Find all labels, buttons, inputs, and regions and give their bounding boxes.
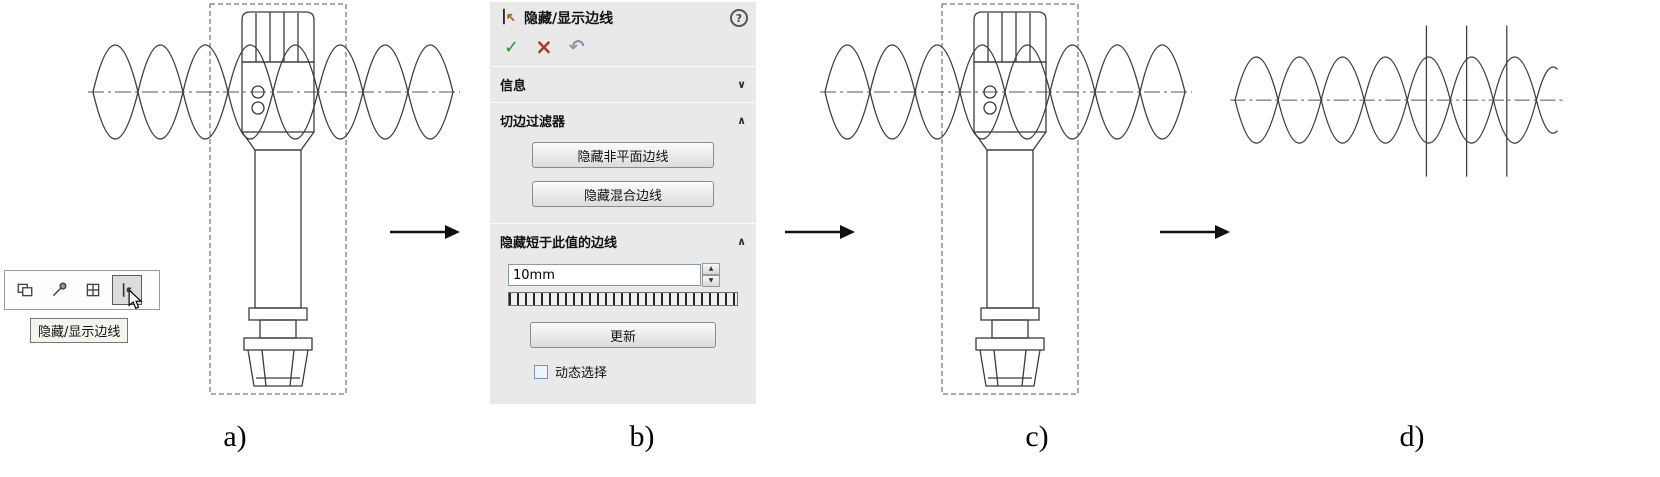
figure-label-d: d) xyxy=(1399,420,1425,453)
drawing-d xyxy=(1230,14,1575,191)
drawing-c xyxy=(820,0,1200,400)
chevron-up-icon[interactable]: ∧ xyxy=(737,235,746,248)
update-button[interactable]: 更新 xyxy=(530,322,716,348)
spinner-up-icon[interactable]: ▲ xyxy=(702,263,720,275)
hide-show-edges-icon xyxy=(498,7,517,30)
edge-length-spinner: ▲ ▼ xyxy=(702,263,720,287)
tooltip: 隐藏/显示边线 xyxy=(30,318,129,343)
dynamic-select-row: 动态选择 xyxy=(490,348,756,381)
drawing-a xyxy=(88,0,468,400)
arrow-c-to-d xyxy=(1160,223,1230,245)
figure-label-a: a) xyxy=(223,420,247,453)
panel-actions: ✓ × ↶ xyxy=(490,34,756,66)
display-state-icon[interactable] xyxy=(10,275,40,305)
figure-label-b: b) xyxy=(629,420,655,453)
dynamic-select-label: 动态选择 xyxy=(555,366,608,381)
drawing-toolbar xyxy=(4,270,160,310)
appearance-icon[interactable] xyxy=(44,275,74,305)
section-info-label: 信息 xyxy=(500,79,527,94)
section-tangent-filter-label: 切边过滤器 xyxy=(500,115,566,130)
help-icon[interactable]: ? xyxy=(730,9,748,27)
edge-length-input[interactable] xyxy=(508,264,701,286)
hide-show-edges-button[interactable] xyxy=(112,275,143,310)
hide-nonplanar-edges-button[interactable]: 隐藏非平面边线 xyxy=(532,142,714,168)
panel-title: 隐藏/显示边线 xyxy=(524,11,614,27)
hide-blended-edges-button[interactable]: 隐藏混合边线 xyxy=(532,181,714,207)
cancel-button[interactable]: × xyxy=(535,35,553,59)
tooltip-text: 隐藏/显示边线 xyxy=(38,325,121,340)
tangent-filter-buttons: 隐藏非平面边线 隐藏混合边线 xyxy=(490,138,756,223)
spinner-down-icon[interactable]: ▼ xyxy=(702,275,720,287)
edge-length-slider[interactable] xyxy=(508,292,738,306)
arrow-a-to-b xyxy=(390,223,460,245)
edge-length-row: ▲ ▼ xyxy=(490,259,756,287)
chevron-down-icon[interactable]: ∨ xyxy=(737,78,746,91)
divider xyxy=(490,102,756,103)
divider xyxy=(490,66,756,67)
figure-label-c: c) xyxy=(1025,420,1049,453)
section-hide-short-edges[interactable]: 隐藏短于此值的边线 ∧ xyxy=(490,224,756,259)
section-tangent-filter[interactable]: 切边过滤器 ∧ xyxy=(490,103,756,138)
chevron-up-icon[interactable]: ∧ xyxy=(737,114,746,127)
section-info[interactable]: 信息 ∨ xyxy=(490,67,756,102)
edge-display-icon[interactable] xyxy=(78,275,108,305)
property-manager-panel: 隐藏/显示边线 ? ✓ × ↶ 信息 ∨ 切边过滤器 ∧ 隐藏非平面边线 隐藏混… xyxy=(490,2,756,404)
ok-button[interactable]: ✓ xyxy=(504,36,520,58)
undo-button[interactable]: ↶ xyxy=(568,36,585,58)
panel-header: 隐藏/显示边线 ? xyxy=(490,2,756,34)
section-hide-short-edges-label: 隐藏短于此值的边线 xyxy=(500,236,618,251)
dynamic-select-checkbox[interactable] xyxy=(534,364,548,379)
arrow-b-to-c xyxy=(785,223,855,245)
divider xyxy=(490,223,756,224)
mouse-cursor-icon xyxy=(127,288,143,314)
